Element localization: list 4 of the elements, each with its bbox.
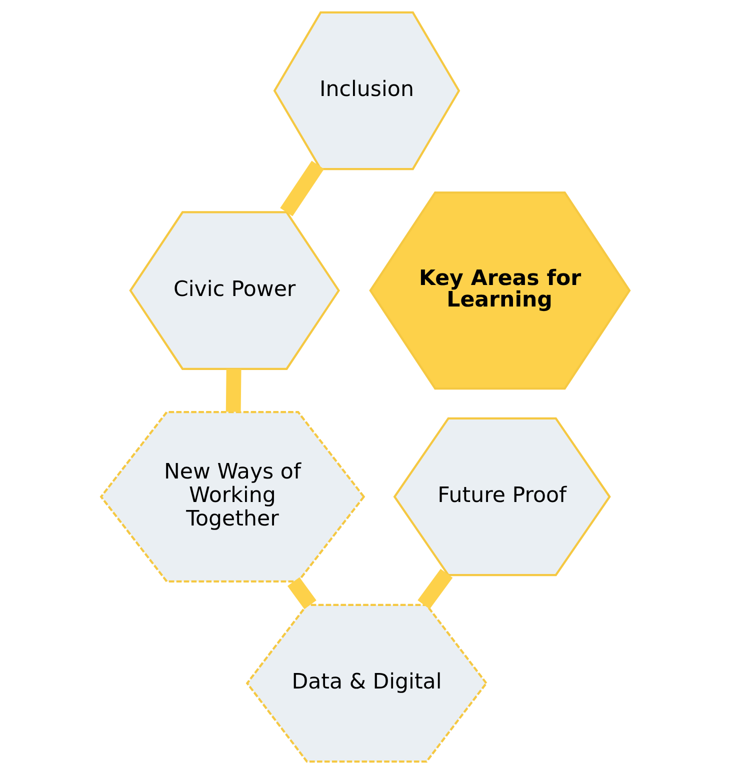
connector	[418, 568, 453, 610]
connector	[287, 577, 316, 610]
connector	[226, 368, 242, 412]
connector	[280, 160, 324, 216]
